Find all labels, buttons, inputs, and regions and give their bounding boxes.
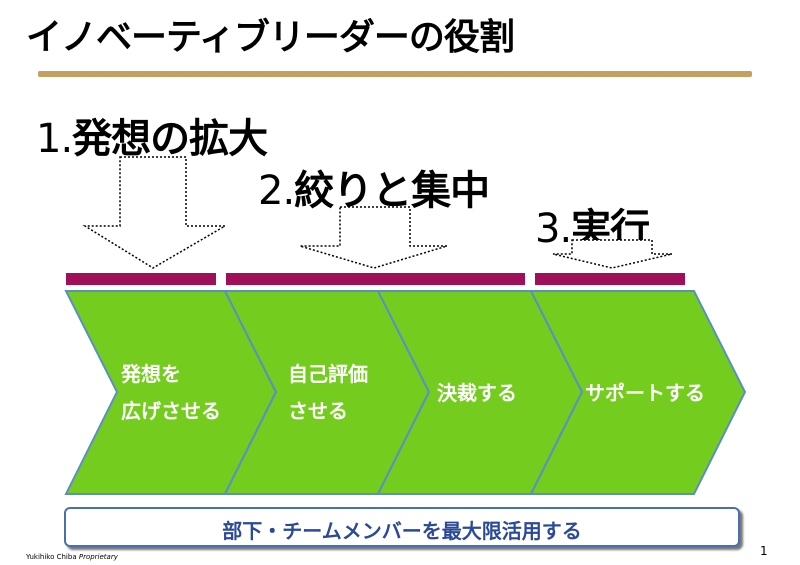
step-2-arrow bbox=[299, 206, 448, 269]
step-1-text: 発想の拡大 bbox=[72, 116, 268, 162]
footer-banner: 部下・チームメンバーを最大限活用する bbox=[64, 507, 740, 547]
credit-line: Yukihiko Chiba Proprietary bbox=[26, 553, 118, 561]
chevron-4 bbox=[529, 290, 747, 495]
chevron-4-line-1: サポートする bbox=[585, 381, 705, 405]
step-3-arrow bbox=[552, 239, 673, 269]
phase-3-bar bbox=[535, 273, 685, 285]
step-3-number: 3. bbox=[535, 206, 572, 252]
credit-name: Yukihiko Chiba bbox=[26, 553, 77, 561]
chevron-1-line-1: 発想を bbox=[120, 362, 181, 386]
step-1-number: 1. bbox=[36, 116, 73, 162]
footer-text: 部下・チームメンバーを最大限活用する bbox=[222, 519, 582, 543]
step-2-label: 2.絞りと集中 bbox=[258, 158, 490, 216]
credit-tag: Proprietary bbox=[78, 553, 118, 561]
chevron-2-line-2: させる bbox=[288, 399, 348, 423]
chevron-3-line-1: 決裁する bbox=[437, 381, 517, 405]
phase-2-bar bbox=[226, 273, 525, 285]
title-underline bbox=[38, 71, 752, 77]
step-1-label: 1.発想の拡大 bbox=[36, 106, 268, 164]
chevron-2-line-1: 自己評価 bbox=[288, 362, 368, 386]
step-2-number: 2. bbox=[258, 168, 295, 214]
step-1-arrow bbox=[82, 156, 228, 269]
slide-title: イノベーティブリーダーの役割 bbox=[26, 17, 515, 58]
chevron-1-line-2: 広げさせる bbox=[121, 399, 221, 423]
phase-1-bar bbox=[66, 273, 216, 285]
page-number: 1 bbox=[760, 544, 768, 558]
